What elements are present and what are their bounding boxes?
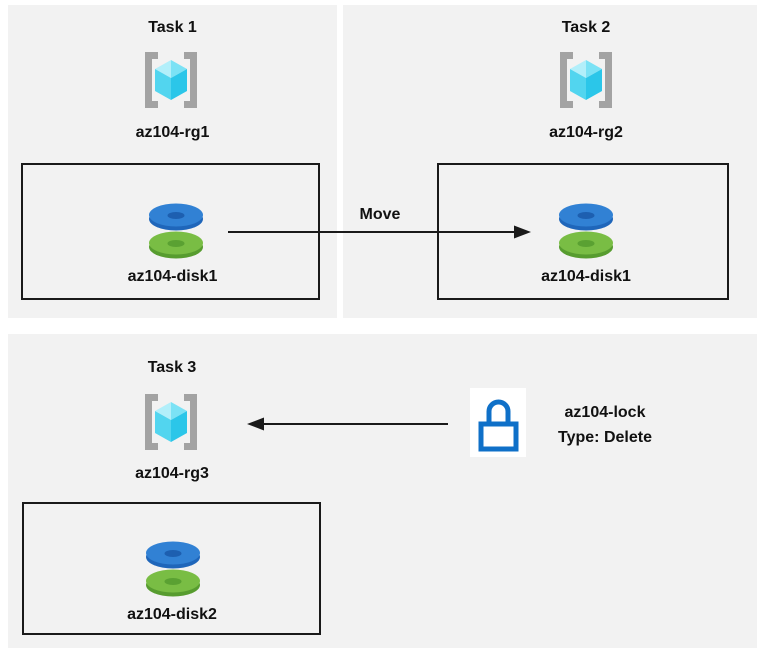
resource-group-icon-svg bbox=[560, 52, 612, 108]
task1-disk-label: az104-disk1 bbox=[127, 268, 218, 285]
resource-group-icon bbox=[554, 51, 618, 109]
managed-disk-icon-svg bbox=[146, 541, 200, 597]
resource-group-icon-svg bbox=[145, 52, 197, 108]
lock-name-label: az104-lock bbox=[564, 404, 646, 421]
move-arrow-label: Move bbox=[359, 206, 401, 223]
task3-resource-group-label: az104-rg3 bbox=[135, 465, 209, 482]
task2-title: Task 2 bbox=[561, 19, 611, 36]
managed-disk-icon bbox=[556, 203, 616, 259]
resource-group-icon bbox=[139, 51, 203, 109]
task2-panel: Task 2 az104-rg2 az104-dis bbox=[343, 5, 757, 318]
lock-icon bbox=[470, 388, 526, 457]
task3-panel: Task 3 az104-rg3 az104-dis bbox=[8, 334, 757, 648]
managed-disk-icon-svg bbox=[559, 203, 613, 259]
task3-disk-box bbox=[22, 502, 321, 635]
task2-disk-label: az104-disk1 bbox=[541, 268, 631, 285]
resource-group-icon-svg bbox=[145, 394, 197, 450]
lock-icon-svg bbox=[478, 399, 519, 452]
lock-callout-text: az104-lock Type: Delete bbox=[527, 400, 683, 450]
resource-group-icon bbox=[139, 393, 203, 451]
task2-resource-group-label: az104-rg2 bbox=[549, 124, 623, 141]
managed-disk-icon bbox=[146, 203, 206, 259]
managed-disk-icon bbox=[143, 541, 203, 597]
lock-type-label: Type: Delete bbox=[558, 429, 652, 446]
managed-disk-icon-svg bbox=[149, 203, 203, 259]
task3-title: Task 3 bbox=[147, 359, 197, 376]
task3-disk-label: az104-disk2 bbox=[127, 606, 217, 623]
task1-resource-group-label: az104-rg1 bbox=[135, 124, 210, 141]
task1-panel: Task 1 az104-rg1 az104-dis bbox=[8, 5, 337, 318]
task1-title: Task 1 bbox=[148, 19, 197, 36]
